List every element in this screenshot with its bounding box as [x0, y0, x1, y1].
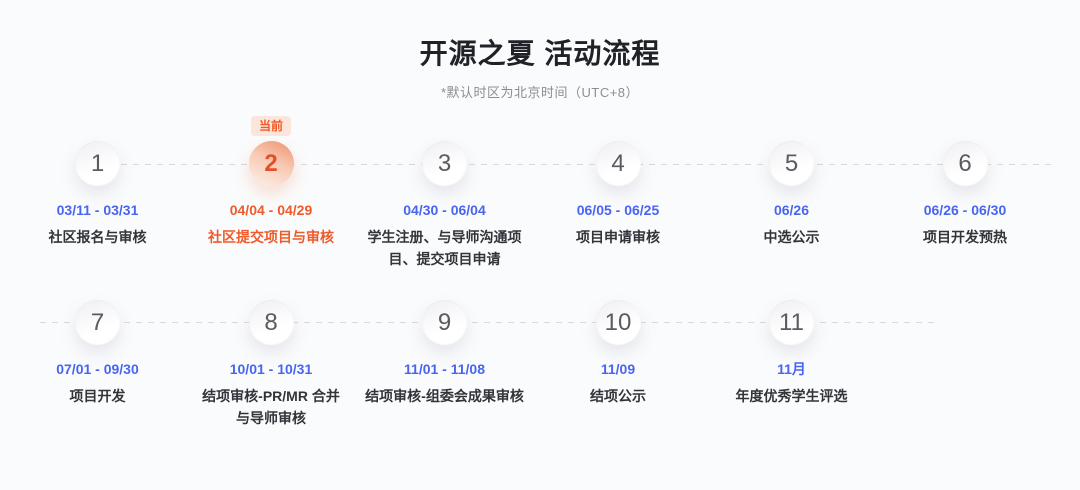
step-label: 结项审核-组委会成果审核: [365, 388, 524, 404]
step-circle: 8: [248, 300, 294, 345]
step-label: 项目申请审核: [576, 229, 660, 245]
step-label: 年度优秀学生评选: [735, 388, 848, 404]
step-label: 结项审核-PR/MR 合并 与导师审核: [202, 388, 340, 426]
step-date: 10/01 - 10/31: [229, 361, 313, 377]
step-number: 2: [248, 141, 294, 186]
step-number: 10: [595, 300, 641, 345]
step-circle: 3: [422, 141, 467, 186]
timeline-step-1: 1 03/11 - 03/31 社区报名与审核: [8, 141, 188, 248]
timeline-step-6: 6 06/26 - 06/30 项目开发预热: [875, 141, 1055, 248]
step-circle: 6: [942, 141, 988, 186]
step-label: 社区报名与审核: [48, 229, 147, 245]
step-date: 04/04 - 04/29: [229, 202, 313, 218]
step-date: 11/01 - 11/08: [404, 361, 485, 377]
step-circle: 1: [75, 141, 120, 186]
step-label: 项目开发: [69, 388, 126, 404]
step-label: 项目开发预热: [923, 229, 1007, 245]
step-number: 1: [75, 141, 120, 186]
step-label: 学生注册、与导师沟通项 目、提交项目申请: [367, 229, 522, 267]
step-circle: 10: [595, 300, 641, 345]
page-title: 开源之夏 活动流程: [419, 38, 661, 69]
step-date: 06/26: [773, 202, 810, 218]
step-circle: 9: [422, 300, 467, 345]
step-circle: 7: [75, 300, 120, 345]
timeline-track-row2: [40, 322, 938, 323]
timeline-step-2: 当前 2 04/04 - 04/29 社区提交项目与审核: [181, 116, 361, 248]
step-date: 11月: [777, 361, 806, 377]
timeline-step-9: 9 11/01 - 11/08 结项审核-组委会成果审核: [355, 300, 535, 407]
step-number: 6: [942, 141, 988, 186]
step-number: 5: [769, 141, 814, 186]
step-label: 社区提交项目与审核: [208, 229, 334, 245]
timeline-step-4: 4 06/05 - 06/25 项目申请审核: [528, 141, 708, 248]
step-date: 04/30 - 06/04: [403, 202, 486, 218]
timeline-step-11: 11 11月年度优秀学生评选: [702, 300, 882, 407]
step-number: 4: [595, 141, 641, 186]
step-date: 07/01 - 09/30: [56, 361, 139, 377]
step-label: 中选公示: [763, 229, 820, 245]
step-label: 结项公示: [590, 388, 646, 404]
timeline-step-10: 10 11/09 结项公示: [528, 300, 708, 407]
step-circle: 4: [595, 141, 641, 186]
timeline-step-3: 3 04/30 - 06/04 学生注册、与导师沟通项 目、提交项目申请: [355, 141, 535, 270]
step-date: 11/09: [600, 361, 636, 377]
step-date: 06/26 - 06/30: [923, 202, 1007, 218]
timeline-step-7: 7 07/01 - 09/30 项目开发: [8, 300, 188, 407]
step-circle: 当前 2: [248, 116, 294, 186]
timeline-step-8: 8 10/01 - 10/31 结项审核-PR/MR 合并 与导师审核: [181, 300, 361, 429]
step-date: 06/05 - 06/25: [576, 202, 660, 218]
step-number: 8: [248, 300, 294, 345]
step-number: 7: [75, 300, 120, 345]
step-circle: 5: [769, 141, 814, 186]
step-circle: 11: [769, 300, 814, 345]
current-badge: 当前: [250, 116, 292, 136]
timezone-note: *默认时区为北京时间（UTC+8）: [440, 85, 640, 100]
timeline-track-row1: [97, 164, 1052, 165]
step-number: 3: [422, 141, 467, 186]
step-number: 11: [769, 300, 814, 345]
timeline-step-5: 5 06/26 中选公示: [702, 141, 882, 248]
step-date: 03/11 - 03/31: [56, 202, 139, 218]
step-number: 9: [422, 300, 467, 345]
